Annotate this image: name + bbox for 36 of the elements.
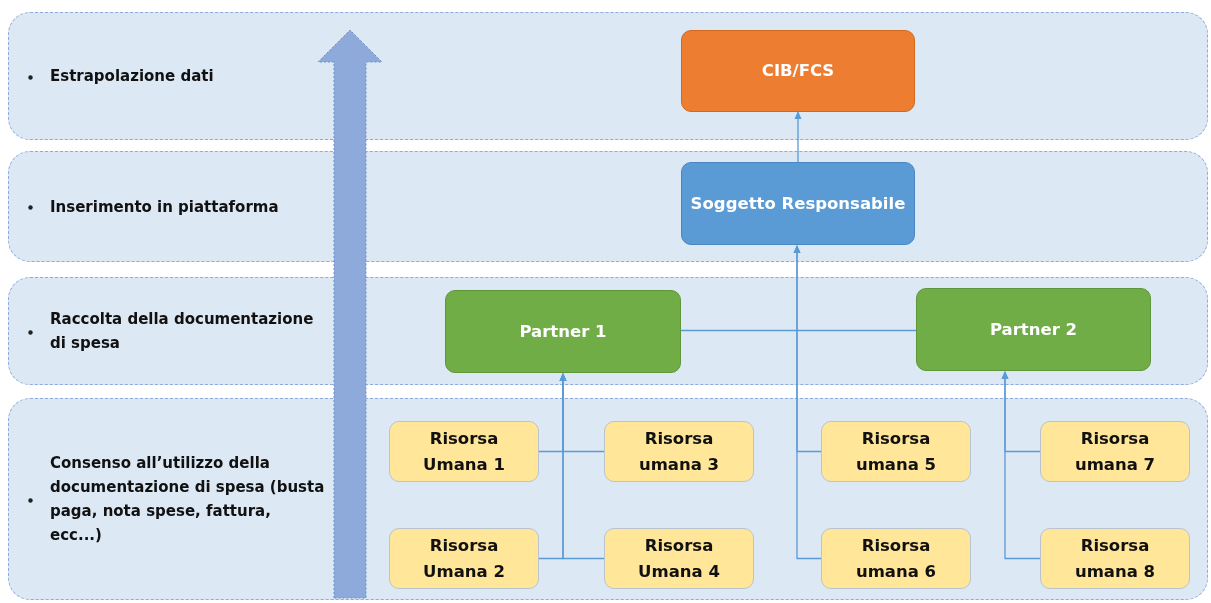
connector-arrow [1001,371,1041,560]
lane-band [8,277,1208,385]
resource-box [821,528,971,589]
lane-band [8,12,1208,140]
process-box [916,288,1151,371]
resource-label: Risorsa umana 7 [1073,427,1157,476]
connector-arrow [559,373,605,560]
resource-label: Risorsa Umana 4 [637,534,721,583]
resource-box [389,421,539,482]
resource-box [389,528,539,589]
stage-label: Raccolta della documentazione di spesa [50,309,315,354]
lane-band [8,398,1208,600]
process-box [681,30,915,112]
resource-label: Risorsa umana 8 [1073,534,1157,583]
box-label: CIB/FCS [761,60,835,82]
resource-label: Risorsa Umana 2 [422,534,506,583]
process-box [681,162,915,245]
resource-box [604,421,754,482]
stage-label: Inserimento in piattaforma [50,196,280,218]
box-label: Partner 2 [989,318,1078,341]
resource-label: Risorsa umana 3 [637,427,721,476]
process-box [445,290,681,373]
lane-band [8,151,1208,262]
box-label: Soggetto Responsabile [690,192,906,215]
connector-arrow [794,111,802,163]
stage-label: Consenso all’utilizzo della documentazione di spesa (busta paga, nota spese, fattura, ecc...) [50,453,325,546]
resource-label: Risorsa Umana 1 [422,427,506,476]
resource-label: Risorsa umana 5 [854,427,938,476]
resource-box [1040,528,1190,589]
resource-box [604,528,754,589]
resource-box [1040,421,1190,482]
resource-label: Risorsa umana 6 [854,534,938,583]
stage-label: Estrapolazione dati [50,66,215,87]
resource-box [821,421,971,482]
box-label: Partner 1 [519,320,607,343]
connector-arrow [793,245,822,560]
